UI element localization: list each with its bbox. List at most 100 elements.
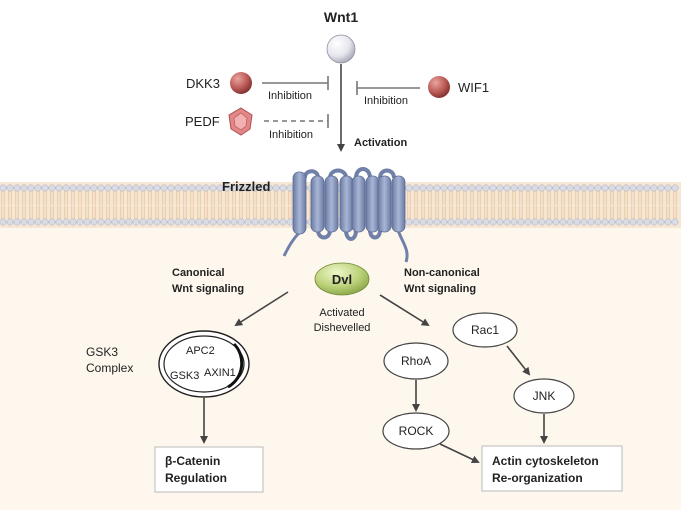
rock-node	[382, 412, 450, 450]
lipid-head	[601, 218, 609, 226]
lipid-head	[34, 218, 42, 226]
lipid-head	[559, 184, 567, 192]
lipid-head	[412, 218, 420, 226]
lipid-head	[48, 218, 56, 226]
lipid-head	[76, 184, 84, 192]
dkk3-ball	[230, 72, 252, 94]
lipid-head	[202, 184, 210, 192]
lipid-head	[265, 218, 273, 226]
actin-box	[481, 445, 623, 492]
lipid-head	[510, 218, 518, 226]
lipid-head	[496, 218, 504, 226]
lipid-head	[237, 184, 245, 192]
lipid-head	[643, 218, 651, 226]
lipid-head	[188, 184, 196, 192]
lipid-head	[524, 218, 532, 226]
lipid-head	[447, 184, 455, 192]
lipid-head	[531, 184, 539, 192]
lipid-head	[153, 184, 161, 192]
lipid-head	[433, 218, 441, 226]
lipid-head	[111, 184, 119, 192]
lipid-head	[622, 218, 630, 226]
dvl-label: Dvl	[332, 272, 352, 287]
lipid-head	[174, 184, 182, 192]
lipid-head	[524, 184, 532, 192]
lipid-head	[20, 218, 28, 226]
wif1-inhibition-label: Inhibition	[364, 95, 408, 107]
lipid-head	[181, 184, 189, 192]
lipid-head	[545, 184, 553, 192]
dvl-caption-line2: Dishevelled	[314, 322, 371, 334]
lipid-head	[251, 184, 259, 192]
lipid-head	[20, 184, 28, 192]
rac1-label: Rac1	[471, 323, 499, 337]
lipid-head	[27, 184, 35, 192]
lipid-head	[475, 218, 483, 226]
lipid-head	[69, 218, 77, 226]
lipid-head	[6, 184, 14, 192]
lipid-head	[664, 184, 672, 192]
lipid-head	[174, 218, 182, 226]
lipid-head	[566, 218, 574, 226]
lipid-head	[272, 184, 280, 192]
lipid-head	[258, 218, 266, 226]
lipid-head	[139, 184, 147, 192]
lipid-head	[510, 184, 518, 192]
lipid-head	[650, 218, 658, 226]
lipid-head	[167, 184, 175, 192]
dvl-caption-line1: Activated	[319, 307, 364, 319]
lipid-head	[587, 184, 595, 192]
frizzled-receptor	[282, 167, 409, 263]
lipid-head	[69, 184, 77, 192]
lipid-head	[139, 218, 147, 226]
lipid-head	[566, 184, 574, 192]
gsk3-complex-label-line1: GSK3	[86, 345, 118, 359]
lipid-head	[496, 184, 504, 192]
rock-to-actin-arrow	[439, 443, 480, 464]
dvl-node	[314, 262, 370, 296]
lipid-head	[188, 218, 196, 226]
lipid-head	[538, 184, 546, 192]
lipid-head	[237, 218, 245, 226]
lipid-head	[0, 184, 7, 192]
lipid-head	[146, 184, 154, 192]
noncanonical-arrow	[379, 294, 430, 327]
lipid-head	[146, 218, 154, 226]
gsk3-member-gsk3: GSK3	[170, 370, 199, 382]
lipid-head	[503, 184, 511, 192]
gsk3-complex-label-line2: Complex	[86, 361, 133, 375]
lipid-head	[104, 218, 112, 226]
catenin-label-line2: Regulation	[165, 471, 227, 485]
gsk3-member-apc2: APC2	[186, 345, 215, 357]
catenin-box	[154, 446, 264, 493]
lipid-head	[230, 184, 238, 192]
canonical-label-line2: Wnt signaling	[172, 283, 244, 295]
gsk3-complex-inner	[163, 335, 245, 393]
lipid-head	[13, 218, 21, 226]
lipid-head	[167, 218, 175, 226]
actin-label-line1: Actin cytoskeleton	[492, 454, 599, 468]
lipid-head	[27, 218, 35, 226]
lipid-head	[55, 218, 63, 226]
lipid-head	[587, 218, 595, 226]
lipid-head	[454, 184, 462, 192]
lipid-head	[83, 218, 91, 226]
lipid-head	[286, 218, 294, 226]
lipid-head	[279, 218, 287, 226]
lipid-head	[615, 184, 623, 192]
lipid-head	[90, 218, 98, 226]
lipid-head	[223, 218, 231, 226]
lipid-head	[6, 218, 14, 226]
lipid-head	[405, 218, 413, 226]
lipid-head	[552, 218, 560, 226]
lipid-head	[125, 218, 133, 226]
rock-label: ROCK	[399, 424, 434, 438]
lipid-head	[671, 218, 679, 226]
lipid-head	[195, 184, 203, 192]
lipid-head	[125, 184, 133, 192]
lipid-head	[573, 184, 581, 192]
lipid-head	[580, 184, 588, 192]
lipid-head	[664, 218, 672, 226]
